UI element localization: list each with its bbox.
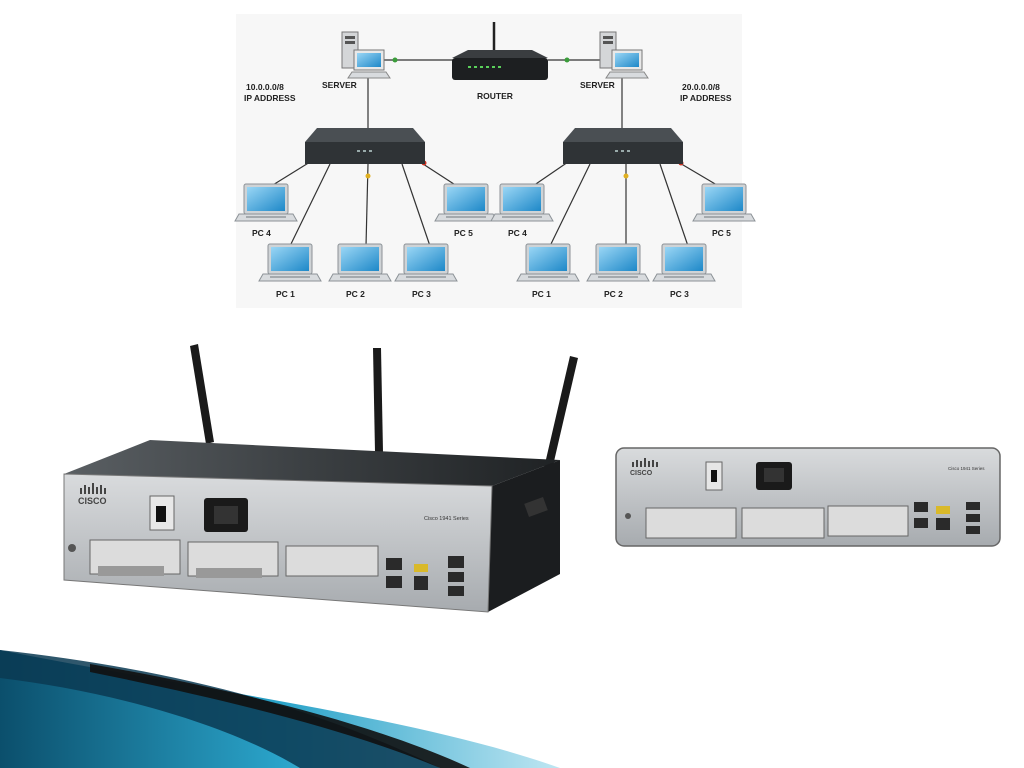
- back-model-label: Cisco 1941 Series: [948, 466, 985, 471]
- left-pc2-laptop-icon: [328, 243, 392, 282]
- left-pc1-laptop-icon: [258, 243, 322, 282]
- right-pc2-laptop-icon: [586, 243, 650, 282]
- left-network-address: 10.0.0.0/8: [246, 82, 284, 92]
- right-pc3-laptop-icon: [652, 243, 716, 282]
- right-pc5-laptop-icon: [692, 183, 756, 222]
- router-icon: [452, 22, 548, 80]
- network-diagram: ROUTER SERVER SERVER 10.0.0.0/8 IP ADDRE…: [234, 22, 756, 299]
- left-pc3-laptop-icon: [394, 243, 458, 282]
- left-pc1-label: PC 1: [276, 289, 295, 299]
- router-back-illustration: CISCO Cisco 1941 Series: [615, 447, 1001, 547]
- front-model-label: Cisco 1941 Series: [424, 516, 469, 522]
- front-brand-label: CISCO: [78, 496, 107, 506]
- left-pc3-label: PC 3: [412, 289, 431, 299]
- antenna-left: [190, 344, 214, 444]
- right-pc4-label: PC 4: [508, 228, 527, 238]
- right-pc3-label: PC 3: [670, 289, 689, 299]
- antenna-right: [544, 356, 578, 470]
- left-address-caption: IP ADDRESS: [244, 93, 296, 103]
- left-server-label: SERVER: [322, 80, 357, 90]
- router-label: ROUTER: [477, 91, 513, 101]
- left-server-icon: [341, 31, 391, 79]
- left-switch-icon: [305, 128, 425, 164]
- left-pc2-label: PC 2: [346, 289, 365, 299]
- right-address-caption: IP ADDRESS: [680, 93, 732, 103]
- right-network-address: 20.0.0.0/8: [682, 82, 720, 92]
- slide-decorative-band: [0, 650, 560, 768]
- right-server-label: SERVER: [580, 80, 615, 90]
- right-switch-icon: [563, 128, 683, 164]
- back-brand-label: CISCO: [630, 470, 653, 477]
- right-pc2-label: PC 2: [604, 289, 623, 299]
- antenna-center: [373, 348, 383, 452]
- right-pc5-label: PC 5: [712, 228, 731, 238]
- right-pc1-laptop-icon: [516, 243, 580, 282]
- router-front-illustration: CISCO Cisco 1941 Series: [63, 344, 578, 613]
- right-pc4-laptop-icon: [490, 183, 554, 222]
- right-pc1-label: PC 1: [532, 289, 551, 299]
- left-pc4-label: PC 4: [252, 228, 271, 238]
- left-pc5-laptop-icon: [434, 183, 498, 222]
- right-server-icon: [599, 31, 649, 79]
- left-pc4-laptop-icon: [234, 183, 298, 222]
- left-pc5-label: PC 5: [454, 228, 473, 238]
